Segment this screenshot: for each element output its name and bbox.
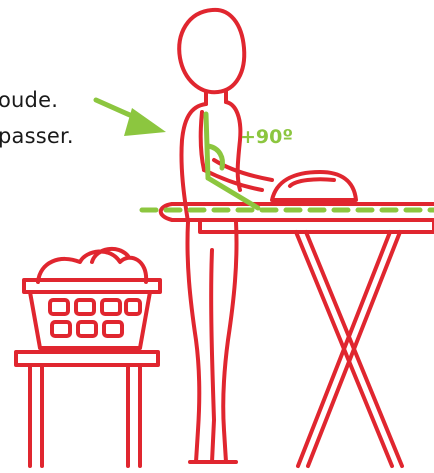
laundry-basket bbox=[24, 249, 160, 348]
laundry-basket-stool bbox=[16, 352, 158, 466]
angle-label: +90º bbox=[240, 126, 293, 148]
posture-guides bbox=[96, 100, 434, 210]
person-figure bbox=[179, 10, 272, 462]
ironing-board-legs bbox=[296, 232, 402, 466]
iron-icon bbox=[272, 172, 356, 200]
